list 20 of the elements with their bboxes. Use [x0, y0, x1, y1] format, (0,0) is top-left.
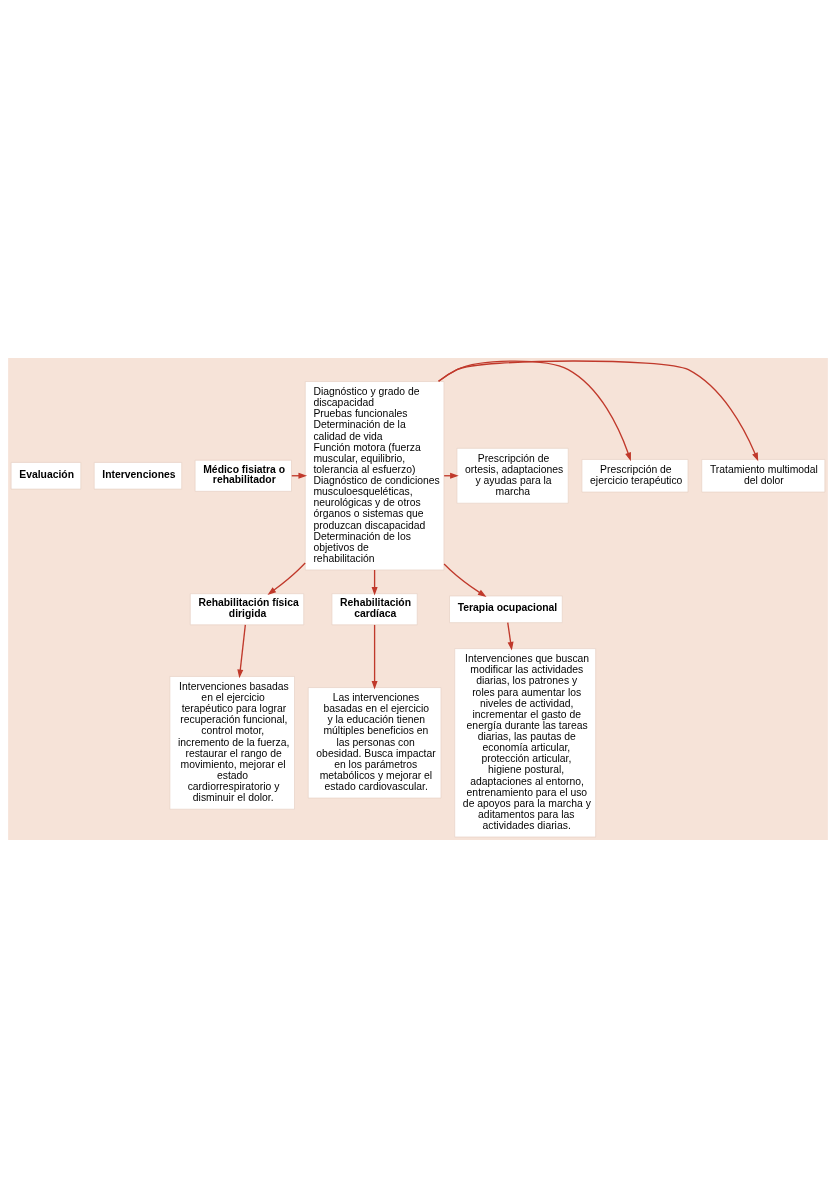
arrow — [507, 621, 514, 651]
node-box: Tratamiento multimodal del dolor — [701, 458, 826, 492]
arrow — [237, 623, 246, 678]
node-box: Las intervenciones basadas en el ejercicio y la educación tienen múltiples beneficios en las personas con obesidad. Busca impactar en los parámetros metabólicos y mejorar el estado cardiovascular. — [307, 686, 442, 798]
node-box: Intervenciones basadas en el ejercicio terapéutico para lograr recuperación funcional, control motor, incremento de la fuerza, restaurar el rango de movimiento, mejorar el estado cardiorrespiratorio y disminuir el dolor. — [169, 675, 295, 810]
arrow — [437, 359, 759, 461]
arrow — [443, 562, 487, 597]
node-box: Terapia ocupacional — [449, 595, 563, 623]
arrow — [267, 561, 306, 595]
node-box: Intervenciones — [93, 461, 183, 489]
node-box: Rehabilitación cardíaca — [331, 592, 418, 625]
arrow — [371, 623, 378, 690]
node-box: Médico fisiatra o rehabilitador — [194, 459, 292, 492]
arrow — [437, 359, 631, 461]
node-box: Evaluación — [10, 461, 82, 489]
node-box: Prescripción de ortesis, adaptaciones y ayudas para la marcha — [456, 447, 569, 504]
node-box: Intervenciones que buscan modificar las actividades diarias, los patrones y roles para aumentar los niveles de actividad, incrementar el gasto de energía durante las tareas diarias, las pautas de economía articular, protección articular, higiene postural, adaptaciones al entorno, entrenamiento para el uso de apoyos para la marcha y aditamentos para las actividades diarias. — [454, 647, 597, 837]
node-box: Prescripción de ejercicio terapéutico — [581, 458, 689, 492]
node-box: Rehabilitación física dirigida — [189, 592, 305, 625]
node-box: Diagnóstico y grado de discapacidad Pruebas funcionales Determinación de la calidad de vida Función motora (fuerza muscular, equilibrio, tolerancia al esfuerzo) Diagnóstico de condiciones musculoesqueléticas, neurológicas y de otros órganos o sistemas que produzcan discapacidad Determinación de los objetivos de rehabilitación — [304, 380, 445, 570]
